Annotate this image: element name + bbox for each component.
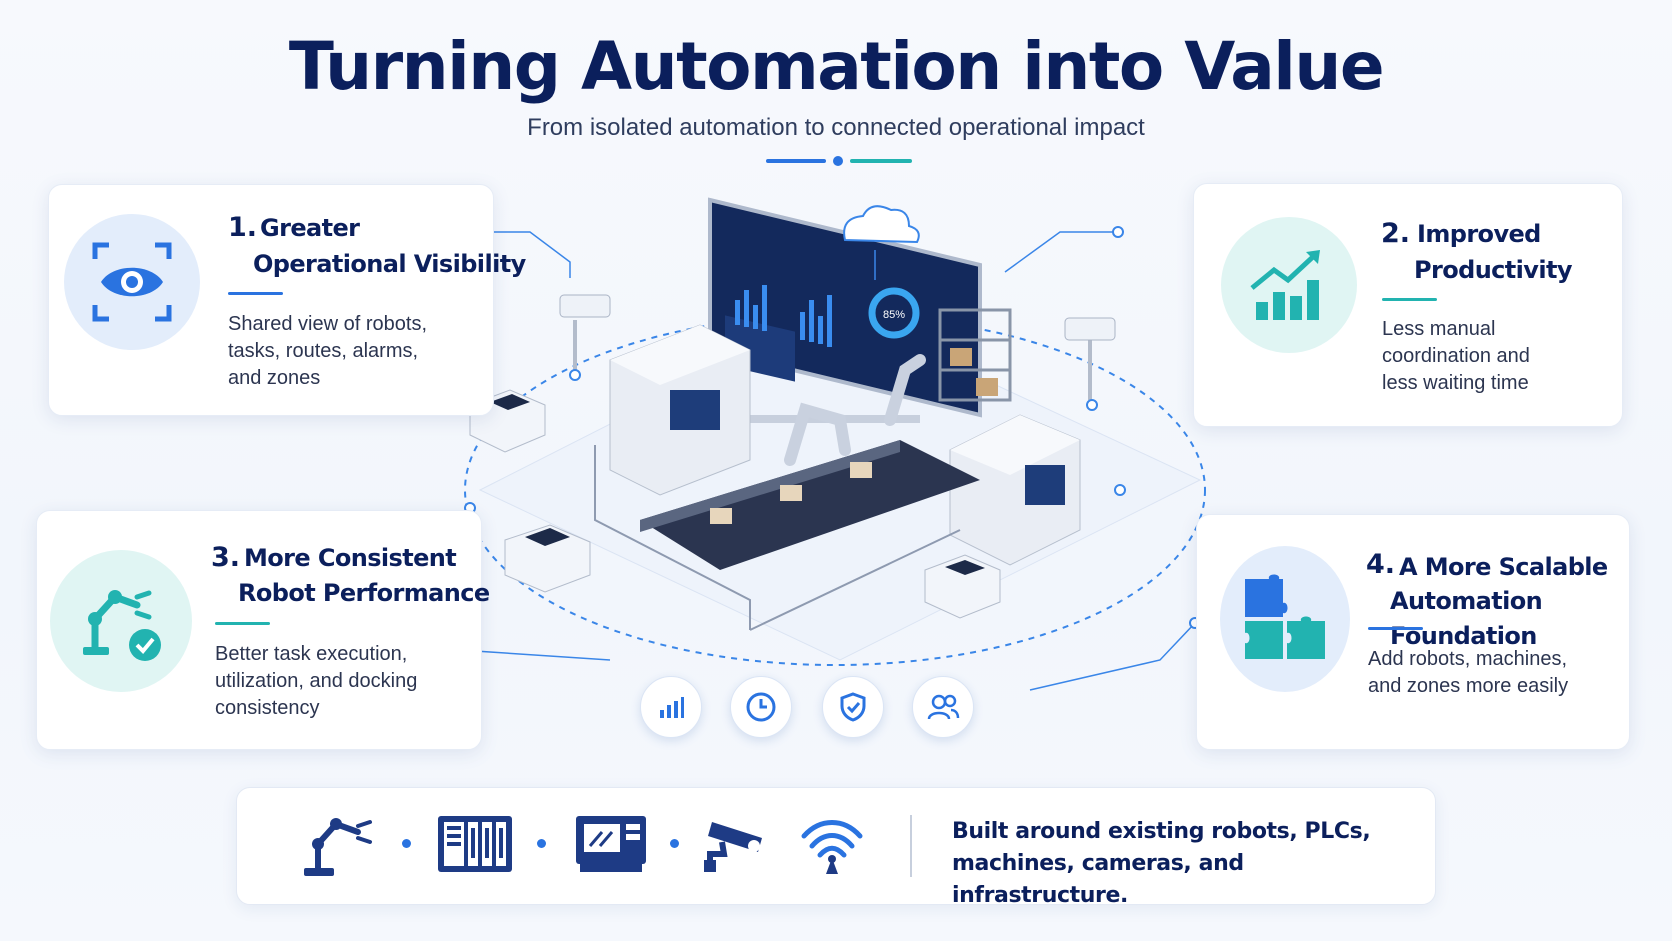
safety-fence [594,445,961,631]
growth-chart-icon [1250,250,1320,320]
card-4-icon-circle [1220,546,1350,692]
card-1-desc-line2: tasks, routes, alarms, [228,340,419,362]
card-4-desc-line1: Add robots, machines, [1368,648,1567,670]
card-2-title-line2: Productivity [1414,256,1573,284]
storage-shelf [938,308,1012,402]
cloud-icon [843,205,920,244]
team-badge [912,676,974,738]
agv-robot-bottom-right [924,554,1001,619]
card-2-desc-line2: coordination and [1382,345,1530,367]
card-3-rule [215,622,270,625]
card-1-desc-line1: Shared view of robots, [228,313,427,335]
camera-left [559,294,611,370]
agv-robot-bottom-left [504,524,591,593]
smart-factory-illustration: 85% [449,197,1206,691]
card-4-title-line1: A More Scalable [1399,553,1608,581]
clock-icon [746,692,776,722]
card-1-title-line1: Greater [260,214,360,242]
card-3-desc-line2: utilization, and docking [215,670,418,692]
card-3-title-line2: Robot Performance [238,579,490,607]
card-4-number: 4. [1366,549,1396,580]
eye-focus-icon [92,242,172,322]
analytics-badge [640,676,702,738]
connector-2 [1004,231,1118,273]
camera-right [1064,317,1116,400]
footer-separator [910,815,912,877]
shield-check-icon [840,692,866,722]
title-divider-left [766,159,826,163]
card-2-desc-line1: Less manual [1382,318,1496,340]
page-title: Turning Automation into Value [288,28,1385,105]
infrastructure-bar [236,787,1436,905]
footer-dot-3 [670,839,679,848]
card-1-number: 1. [228,212,258,243]
page-subtitle: From isolated automation to connected op… [527,114,1145,141]
time-badge [730,676,792,738]
title-divider-right [850,159,912,163]
card-3-desc-line3: consistency [215,697,320,719]
card-4-rule [1368,627,1423,630]
card-2-rule [1382,298,1437,301]
footer-dot-2 [537,839,546,848]
cnc-machine-left [609,324,751,496]
card-1-icon-circle [64,214,200,350]
card-3-number: 3. [211,542,241,573]
card-1-rule [228,292,283,295]
card-2-desc-line3: less waiting time [1382,372,1529,394]
security-camera-icon [704,822,762,872]
card-3-icon-circle [50,550,192,692]
footer-text-line2: machines, cameras, and infrastructure. [952,851,1244,908]
footer-text: Built around existing robots, PLCs, mach… [952,816,1392,912]
analytics-icon [660,697,684,718]
card-4-desc-line2: and zones more easily [1368,675,1569,697]
wifi-signal-icon [801,820,863,874]
security-badge [822,676,884,738]
robot-arm-center [784,354,926,466]
users-icon [927,694,960,720]
card-1-desc-line3: and zones [228,367,321,389]
plc-rack-icon [438,816,512,872]
robot-arm-icon [304,818,372,876]
cnc-machine-icon [576,816,646,872]
cnc-machine-right [949,414,1081,566]
connector-4 [1029,622,1196,691]
gauge-label: 85% [883,309,905,321]
card-2-number: 2. [1381,218,1411,249]
connector-1 [465,231,571,278]
card-3-desc-line1: Better task execution, [215,643,408,665]
card-2-title-line1: Improved [1417,220,1541,248]
card-3-title-line1: More Consistent [244,544,457,572]
conveyor-belt [640,440,980,570]
card-4-title-line2: Automation Foundation [1390,587,1543,650]
footer-text-line1: Built around existing robots, PLCs, [952,819,1371,844]
title-divider-dot [833,156,843,166]
card-1-title-line2: Operational Visibility [253,250,526,278]
robot-arm-check-icon [83,590,161,661]
puzzle-icon [1245,574,1325,659]
card-2-icon-circle [1221,217,1357,353]
footer-dot-1 [402,839,411,848]
